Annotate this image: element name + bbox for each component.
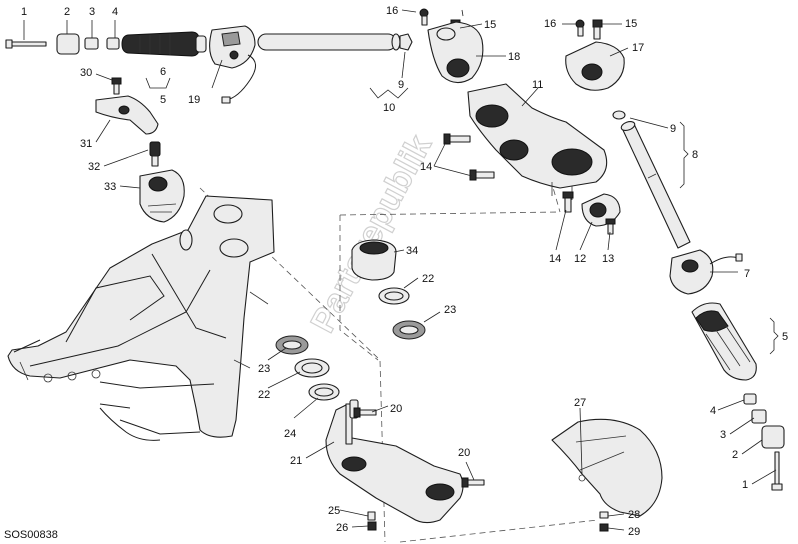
part-5-right-grip: [691, 302, 757, 381]
part-22-dust-seal-lower: [294, 358, 330, 378]
callout-24: 24: [284, 428, 296, 440]
part-17-upper-clamp-right: [565, 41, 625, 91]
callout-3: 3: [89, 6, 95, 18]
callout-9: 9: [670, 123, 676, 135]
callout-21: 21: [290, 455, 302, 467]
callout-22: 22: [422, 273, 434, 285]
callout-30: 30: [80, 67, 92, 79]
callout-34: 34: [406, 245, 418, 257]
part-13-screw-clamp: [605, 218, 616, 235]
callout-7: 7: [744, 268, 750, 280]
callout-28: 28: [628, 509, 640, 521]
part-21-bottom-yoke: [325, 399, 464, 524]
callout-25: 25: [328, 505, 340, 517]
part-9-bushing-right: [612, 110, 626, 120]
callout-31: 31: [80, 138, 92, 150]
callout-20: 20: [458, 447, 470, 459]
part-16-screw-b: [575, 19, 585, 37]
part-24-ring: [308, 383, 340, 401]
callout-23: 23: [258, 363, 270, 375]
part-3-spacer-right: [751, 409, 767, 424]
callout-23: 23: [444, 304, 456, 316]
callout-9: 9: [398, 79, 404, 91]
callout-33: 33: [104, 181, 116, 193]
callout-10: 10: [383, 102, 395, 114]
callout-14: 14: [420, 161, 432, 173]
part-11-top-yoke: [467, 83, 608, 200]
part-8-handlebar-right: [620, 120, 691, 249]
callout-6: 6: [160, 66, 166, 78]
part-33-ignition-switch: [139, 169, 185, 223]
part-31-bracket: [95, 95, 159, 135]
part-15-screw-b: [592, 19, 603, 40]
callout-20: 20: [390, 403, 402, 415]
part-10-handlebar-left: [257, 33, 401, 51]
part-6-grip: [121, 31, 207, 57]
callout-15: 15: [625, 18, 637, 30]
part-4-insert-top: [106, 37, 120, 50]
part-2-weight-right: [761, 425, 785, 449]
callout-2: 2: [732, 449, 738, 461]
diagram-code: SOS00838: [4, 529, 58, 541]
callout-17: 17: [632, 42, 644, 54]
callout-32: 32: [88, 161, 100, 173]
part-23-bearing-top: [392, 320, 426, 340]
callout-11: 11: [532, 79, 543, 91]
callout-1: 1: [21, 6, 27, 18]
callout-8: 8: [692, 149, 698, 161]
part-7-right-switch: [669, 249, 743, 295]
callout-labels: 1 2 3 4 6 5 19 9 10 16 15 18 16 15 17 30…: [21, 5, 788, 538]
callout-18: 18: [508, 51, 520, 63]
part-4-insert-right: [743, 393, 757, 405]
part-29-screw: [599, 523, 609, 532]
part-27-disc-guard: [551, 418, 663, 517]
part-20-screw-a: [353, 407, 377, 418]
part-16-screw-a: [419, 8, 429, 26]
callout-13: 13: [602, 253, 614, 265]
part-25-screw: [367, 511, 376, 521]
part-12-lower-clamp: [581, 193, 621, 227]
leader-lines: [23, 9, 779, 531]
part-14-screw-yoke-b: [469, 169, 495, 181]
part-1-bolt-top: [5, 39, 47, 49]
part-20-screw-b: [461, 477, 485, 488]
callout-16: 16: [386, 5, 398, 17]
callout-5: 5: [782, 331, 788, 343]
callout-14: 14: [549, 253, 561, 265]
callout-16: 16: [544, 18, 556, 30]
callout-4: 4: [112, 6, 118, 18]
part-1-bolt-right: [771, 451, 783, 491]
part-34-steering-nut: [351, 239, 397, 281]
part-14-screw-yoke-a: [443, 133, 471, 145]
part-2-weight-top: [56, 33, 80, 55]
frame: [7, 195, 275, 441]
callout-3: 3: [720, 429, 726, 441]
part-26-washer: [367, 521, 377, 531]
part-9-bushing-top: [399, 33, 413, 51]
callout-12: 12: [574, 253, 586, 265]
callout-29: 29: [628, 526, 640, 538]
part-32-key: [149, 141, 161, 167]
part-30-screw: [111, 77, 122, 95]
callout-26: 26: [336, 522, 348, 534]
part-3-spacer-top: [84, 37, 99, 50]
part-18-upper-clamp-left: [427, 21, 484, 84]
part-14-screw-c: [562, 191, 574, 213]
callout-15: 15: [484, 19, 496, 31]
callout-22: 22: [258, 389, 270, 401]
watermark: Partsrepublik: [304, 129, 440, 339]
callout-4: 4: [710, 405, 716, 417]
part-22-dust-seal-top: [378, 287, 410, 305]
callout-19: 19: [188, 94, 200, 106]
callout-2: 2: [64, 6, 70, 18]
callout-5: 5: [160, 94, 166, 106]
part-19-left-switch: [209, 25, 256, 104]
callout-27: 27: [574, 397, 586, 409]
part-28-screw: [599, 511, 609, 519]
callout-1: 1: [742, 479, 748, 491]
